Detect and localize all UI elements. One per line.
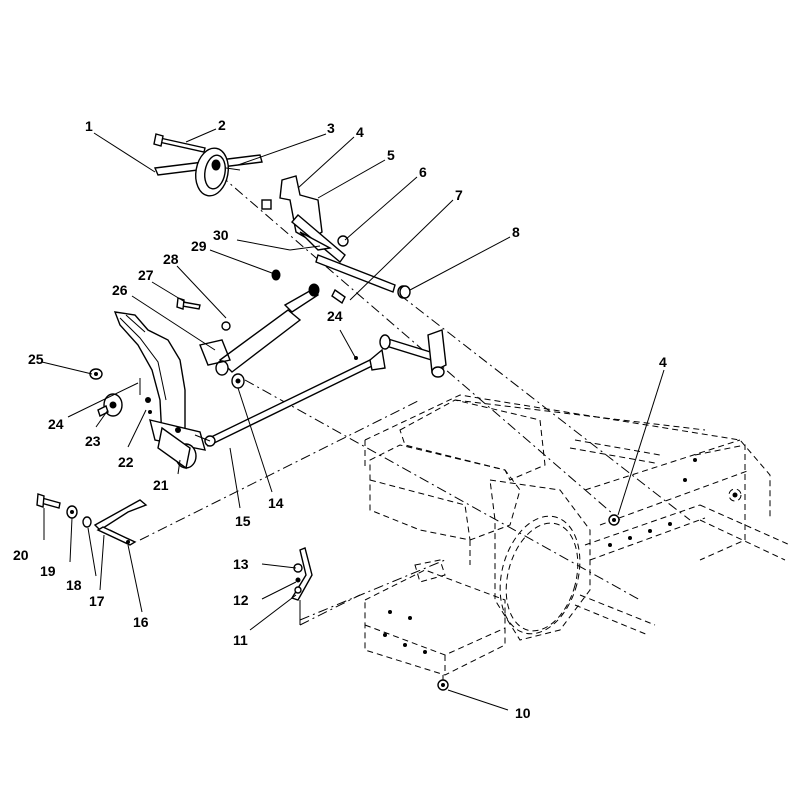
callout-3: 3 <box>327 120 335 136</box>
callout-8: 8 <box>512 224 520 240</box>
callout-30: 30 <box>213 227 229 243</box>
engine-outline <box>369 399 591 641</box>
callout-22: 22 <box>118 454 134 470</box>
centerlines <box>139 174 691 626</box>
rear-shaft-bracket <box>354 329 447 378</box>
callout-13: 13 <box>233 556 249 572</box>
callout-25: 25 <box>28 351 44 367</box>
spring-damper <box>176 269 320 389</box>
callout-20: 20 <box>13 547 29 563</box>
washer-4-frame <box>608 514 620 526</box>
idler-pulley <box>153 147 263 197</box>
callout-18: 18 <box>66 577 82 593</box>
clip-assembly <box>290 547 313 625</box>
callout-15: 15 <box>235 513 251 529</box>
callout-4: 4 <box>356 124 364 140</box>
callout-4-frame: 4 <box>659 354 667 370</box>
cross-shaft <box>315 254 409 305</box>
callout-16: 16 <box>133 614 149 630</box>
callout-5: 5 <box>387 147 395 163</box>
bolt-assembly <box>36 493 148 546</box>
callout-7: 7 <box>455 187 463 203</box>
washer-8 <box>399 285 411 299</box>
callout-10: 10 <box>515 705 531 721</box>
callout-labels: 1 2 3 4 5 6 7 8 30 29 28 27 26 24 25 24 … <box>13 117 667 721</box>
callout-29: 29 <box>191 238 207 254</box>
callout-23: 23 <box>85 433 101 449</box>
tractor-frame <box>364 394 791 676</box>
clutch-pedal <box>89 311 206 470</box>
callout-24-top: 24 <box>327 308 343 324</box>
callout-11: 11 <box>233 632 248 648</box>
callout-12: 12 <box>233 592 249 608</box>
callout-27: 27 <box>138 267 154 283</box>
callout-28: 28 <box>163 251 179 267</box>
bolt-2 <box>153 133 206 153</box>
callout-17: 17 <box>89 593 105 609</box>
callout-6: 6 <box>419 164 427 180</box>
nut-10 <box>437 675 449 691</box>
callout-26: 26 <box>112 282 128 298</box>
leader-lines <box>41 128 665 711</box>
callout-14: 14 <box>268 495 284 511</box>
callout-1: 1 <box>85 118 93 134</box>
linkage-rod <box>194 348 386 447</box>
callout-19: 19 <box>40 563 56 579</box>
idler-bracket <box>261 175 349 264</box>
callout-24-left: 24 <box>48 416 64 432</box>
callout-21: 21 <box>153 477 169 493</box>
callout-2: 2 <box>218 117 226 133</box>
